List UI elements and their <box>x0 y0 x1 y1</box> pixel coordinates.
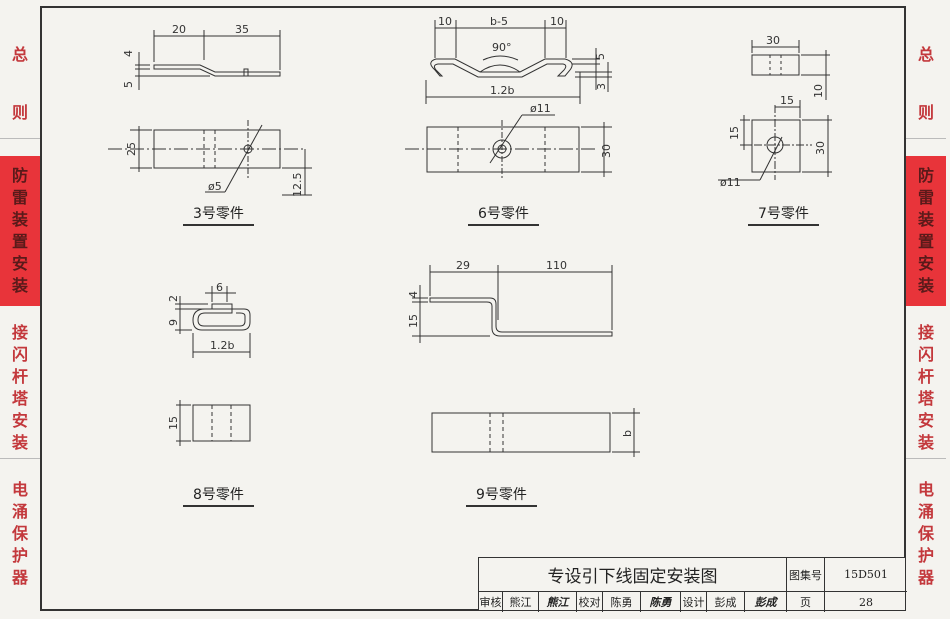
part6-dim: 3 <box>595 83 608 90</box>
part3-dim: 4 <box>122 50 135 57</box>
part8-dim: 9 <box>167 319 180 326</box>
part7-dim: ø11 <box>720 176 741 189</box>
part7-top-view <box>718 100 832 181</box>
part6-side-view <box>425 20 612 104</box>
reviewer-signature: 熊江 <box>539 592 577 612</box>
page-number: 28 <box>859 595 873 609</box>
part3-dim: 12.5 <box>291 173 304 198</box>
title-block: 专设引下线固定安装图 图集号 15D501 审核 熊江 熊江 校对 陈勇 陈勇 … <box>478 557 907 612</box>
part3-dim: 5 <box>122 81 135 88</box>
sidebar-right-surge-protector[interactable]: 电涌保护器 <box>906 474 946 594</box>
atlas-number: 15D501 <box>825 558 907 592</box>
design-label: 设计 <box>681 592 707 612</box>
part8-dim: 15 <box>167 416 180 430</box>
reviewer-name: 熊江 <box>503 592 539 612</box>
sidebar-label: 则 <box>917 103 934 122</box>
part8-side-view <box>175 286 251 358</box>
part6-dim: 30 <box>600 144 613 158</box>
sidebar-label: 总 <box>917 45 934 64</box>
part9-dim: 110 <box>546 259 567 272</box>
checker-name: 陈勇 <box>603 592 641 612</box>
part8-dim: 1.2b <box>210 339 234 352</box>
part6-dim: 90° <box>492 41 512 54</box>
designer-signature: 彭成 <box>745 592 787 612</box>
sidebar-left-general-2[interactable]: 则 <box>0 88 40 139</box>
checker-signature: 陈勇 <box>641 592 681 612</box>
part3-dim: 25 <box>125 142 138 156</box>
sidebar-left-surge-protector[interactable]: 电涌保护器 <box>0 474 40 594</box>
part7-dim: 10 <box>812 84 825 98</box>
part7-dim: 30 <box>814 141 827 155</box>
sidebar-label: 接闪杆塔安装 <box>917 323 934 452</box>
part6-top-view <box>405 114 612 180</box>
part9-top-view <box>431 408 640 457</box>
part6-dim: 10 <box>438 15 452 28</box>
part3-label: 3号零件 <box>183 203 254 226</box>
designer-name: 彭成 <box>707 592 745 612</box>
sidebar-label: 接闪杆塔安装 <box>11 323 28 452</box>
part8-dim: 6 <box>216 281 223 294</box>
part9-dim: b <box>621 430 634 437</box>
sidebar-label: 防雷装置安装 <box>11 166 28 295</box>
part3-dim: ø5 <box>208 180 222 193</box>
atlas-label: 图集号 <box>787 558 825 592</box>
part7-dim: 30 <box>766 34 780 47</box>
check-label: 校对 <box>577 592 603 612</box>
part9-dim: 15 <box>407 314 420 328</box>
sidebar-right-rod-tower[interactable]: 接闪杆塔安装 <box>906 318 946 459</box>
sidebar-right-general-1[interactable]: 总 <box>906 30 946 80</box>
part6-dim: 1.2b <box>490 84 514 97</box>
sidebar-right-general-2[interactable]: 则 <box>906 88 946 139</box>
part9-label: 9号零件 <box>466 484 537 507</box>
sidebar-right-lightning-device[interactable]: 防雷装置安装 <box>906 156 946 306</box>
part6-dim: 5 <box>594 53 607 60</box>
part7-dim: 15 <box>780 94 794 107</box>
part3-top-view <box>108 120 312 196</box>
part9-dim: 29 <box>456 259 470 272</box>
drawing-title: 专设引下线固定安装图 <box>479 558 787 592</box>
part8-label: 8号零件 <box>183 484 254 507</box>
part8-dim: 2 <box>167 295 180 302</box>
part6-dim: ø11 <box>530 102 551 115</box>
page-label: 页 <box>787 592 825 612</box>
part9-side-view <box>412 265 613 343</box>
sidebar-label: 电涌保护器 <box>11 480 28 587</box>
part3-side-view <box>135 30 281 90</box>
review-label: 审核 <box>479 592 503 612</box>
part7-label: 7号零件 <box>748 203 819 226</box>
part6-dim: b-5 <box>490 15 508 28</box>
part6-dim: 10 <box>550 15 564 28</box>
sidebar-label: 则 <box>11 103 28 122</box>
part9-dim: 4 <box>407 291 420 298</box>
sidebar-label: 总 <box>11 45 28 64</box>
part6-label: 6号零件 <box>468 203 539 226</box>
part7-side-view <box>751 40 830 100</box>
sidebar-left-rod-tower[interactable]: 接闪杆塔安装 <box>0 318 40 459</box>
sidebar-left-general-1[interactable]: 总 <box>0 30 40 80</box>
part3-dim: 35 <box>235 23 249 36</box>
part3-dim: 20 <box>172 23 186 36</box>
sidebar-left-lightning-device[interactable]: 防雷装置安装 <box>0 156 40 306</box>
part8-top-view <box>176 400 251 446</box>
sidebar-label: 电涌保护器 <box>917 480 934 587</box>
sidebar-label: 防雷装置安装 <box>917 166 934 295</box>
drawing-frame <box>40 6 906 611</box>
part7-dim: 15 <box>728 126 741 140</box>
